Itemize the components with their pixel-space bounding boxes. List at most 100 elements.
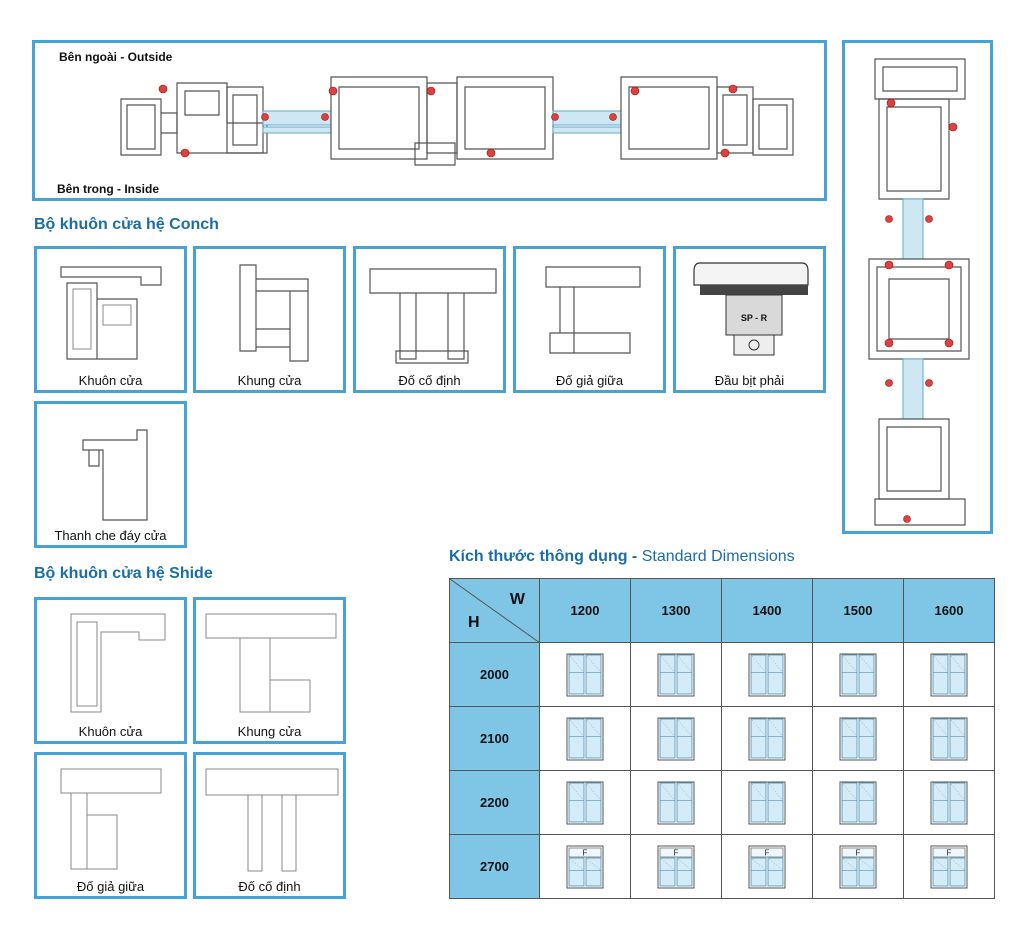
width-header: 1600	[903, 578, 995, 643]
window-cell	[721, 706, 813, 771]
conch-bottom-cover-card: Thanh che đáy cửa	[34, 401, 187, 548]
double-door-window-icon: F	[839, 845, 877, 888]
horizontal-section-drawing	[120, 76, 794, 166]
shide-sash-caption: Khung cửa	[237, 724, 302, 739]
dimensions-title-main: Kích thước thông dụng -	[449, 548, 642, 565]
double-door-window-icon	[657, 781, 695, 824]
double-door-window-icon	[839, 717, 877, 760]
width-header: 1500	[812, 578, 904, 643]
window-cell: F	[721, 834, 813, 899]
window-cell	[903, 642, 995, 707]
conch-sash-card: Khung cửa	[193, 246, 346, 393]
shide-fixed-mullion-caption: Đố cố định	[238, 879, 301, 894]
corner-diagonal	[449, 578, 541, 644]
double-door-window-icon	[748, 781, 786, 824]
window-cell	[539, 770, 631, 835]
conch-sash-caption: Khung cửa	[237, 373, 302, 388]
double-door-window-icon	[748, 717, 786, 760]
height-header: 2200	[449, 770, 540, 835]
right-end-cap-icon	[693, 262, 809, 356]
double-door-window-icon	[566, 653, 604, 696]
window-cell	[812, 642, 904, 707]
window-cell	[903, 770, 995, 835]
vertical-section-panel	[842, 40, 993, 534]
frame-profile-icon	[60, 266, 162, 360]
conch-fixed-mullion-card: Đố cố định	[353, 246, 506, 393]
shide-false-mullion-card: Đố giả giữa	[34, 752, 187, 899]
window-cell: F	[812, 834, 904, 899]
end-cap-brand-text: SP - R	[740, 313, 768, 323]
width-header: 1400	[721, 578, 813, 643]
transom-label: F	[947, 848, 952, 857]
window-cell	[630, 770, 722, 835]
window-cell	[539, 642, 631, 707]
fixed-mullion-profile-icon	[369, 268, 497, 364]
conch-end-cap-caption: Đầu bịt phải	[714, 373, 785, 388]
transom-label: F	[765, 848, 770, 857]
false-mullion-profile-icon	[60, 768, 162, 870]
dimensions-title: Kích thước thông dụng - Standard Dimensi…	[449, 548, 795, 566]
dimensions-subtitle: Standard Dimensions	[641, 548, 795, 565]
sash-profile-icon	[205, 613, 337, 713]
corner-w-label: W	[509, 591, 525, 608]
double-door-window-icon	[839, 781, 877, 824]
vertical-section-drawing	[868, 58, 970, 526]
window-cell: F	[539, 834, 631, 899]
shide-section-title: Bộ khuôn cửa hệ Shide	[34, 565, 213, 582]
window-cell	[903, 706, 995, 771]
shide-frame-card: Khuôn cửa	[34, 597, 187, 744]
conch-fixed-mullion-caption: Đố cố định	[398, 373, 461, 388]
double-door-window-icon	[657, 717, 695, 760]
window-cell	[721, 642, 813, 707]
dimensions-header-row: W H 1200 1300 1400 1500 1600	[449, 578, 995, 644]
window-cell	[539, 706, 631, 771]
double-door-window-icon	[566, 781, 604, 824]
double-door-window-icon	[748, 653, 786, 696]
conch-section-title: Bộ khuôn cửa hệ Conch	[34, 216, 219, 233]
sash-profile-icon	[239, 264, 309, 362]
conch-frame-caption: Khuôn cửa	[78, 373, 143, 388]
double-door-window-icon	[839, 653, 877, 696]
width-header: 1300	[630, 578, 722, 643]
double-door-window-icon	[930, 781, 968, 824]
double-door-window-icon	[930, 717, 968, 760]
frame-profile-icon	[70, 613, 166, 713]
double-door-window-icon: F	[657, 845, 695, 888]
window-cell	[630, 706, 722, 771]
conch-false-mullion-caption: Đố giả giữa	[555, 373, 624, 388]
double-door-window-icon: F	[930, 845, 968, 888]
height-header: 2000	[449, 642, 540, 707]
corner-h-label: H	[468, 614, 480, 631]
window-cell	[812, 770, 904, 835]
conch-false-mullion-card: Đố giả giữa	[513, 246, 666, 393]
width-header: 1200	[539, 578, 631, 643]
window-cell: F	[630, 834, 722, 899]
dimensions-row: 2700 F F F F F	[449, 834, 995, 899]
corner-cell: W H	[449, 578, 541, 644]
window-cell	[812, 706, 904, 771]
double-door-window-icon	[566, 717, 604, 760]
dimensions-row: 2100	[449, 706, 995, 771]
transom-label: F	[674, 848, 679, 857]
door-bottom-cover-icon	[82, 429, 148, 521]
transom-label: F	[856, 848, 861, 857]
height-header: 2100	[449, 706, 540, 771]
shide-sash-card: Khung cửa	[193, 597, 346, 744]
inside-label: Bên trong - Inside	[57, 182, 159, 196]
dimensions-row: 2000	[449, 642, 995, 707]
conch-bottom-cover-caption: Thanh che đáy cửa	[54, 528, 167, 543]
conch-end-cap-card: SP - R Đầu bịt phải	[673, 246, 826, 393]
transom-label: F	[583, 848, 588, 857]
dimensions-row: 2200	[449, 770, 995, 835]
window-cell	[630, 642, 722, 707]
double-door-window-icon: F	[566, 845, 604, 888]
window-cell	[721, 770, 813, 835]
outside-label: Bên ngoài - Outside	[59, 50, 173, 64]
shide-false-mullion-caption: Đố giả giữa	[76, 879, 145, 894]
horizontal-section-panel: Bên ngoài - Outside Bên trong - Inside	[32, 40, 827, 201]
double-door-window-icon	[930, 653, 968, 696]
dimensions-table: W H 1200 1300 1400 1500 1600 2000 2100 2…	[449, 578, 995, 899]
shide-fixed-mullion-card: Đố cố định	[193, 752, 346, 899]
window-cell: F	[903, 834, 995, 899]
fixed-mullion-profile-icon	[205, 768, 339, 872]
